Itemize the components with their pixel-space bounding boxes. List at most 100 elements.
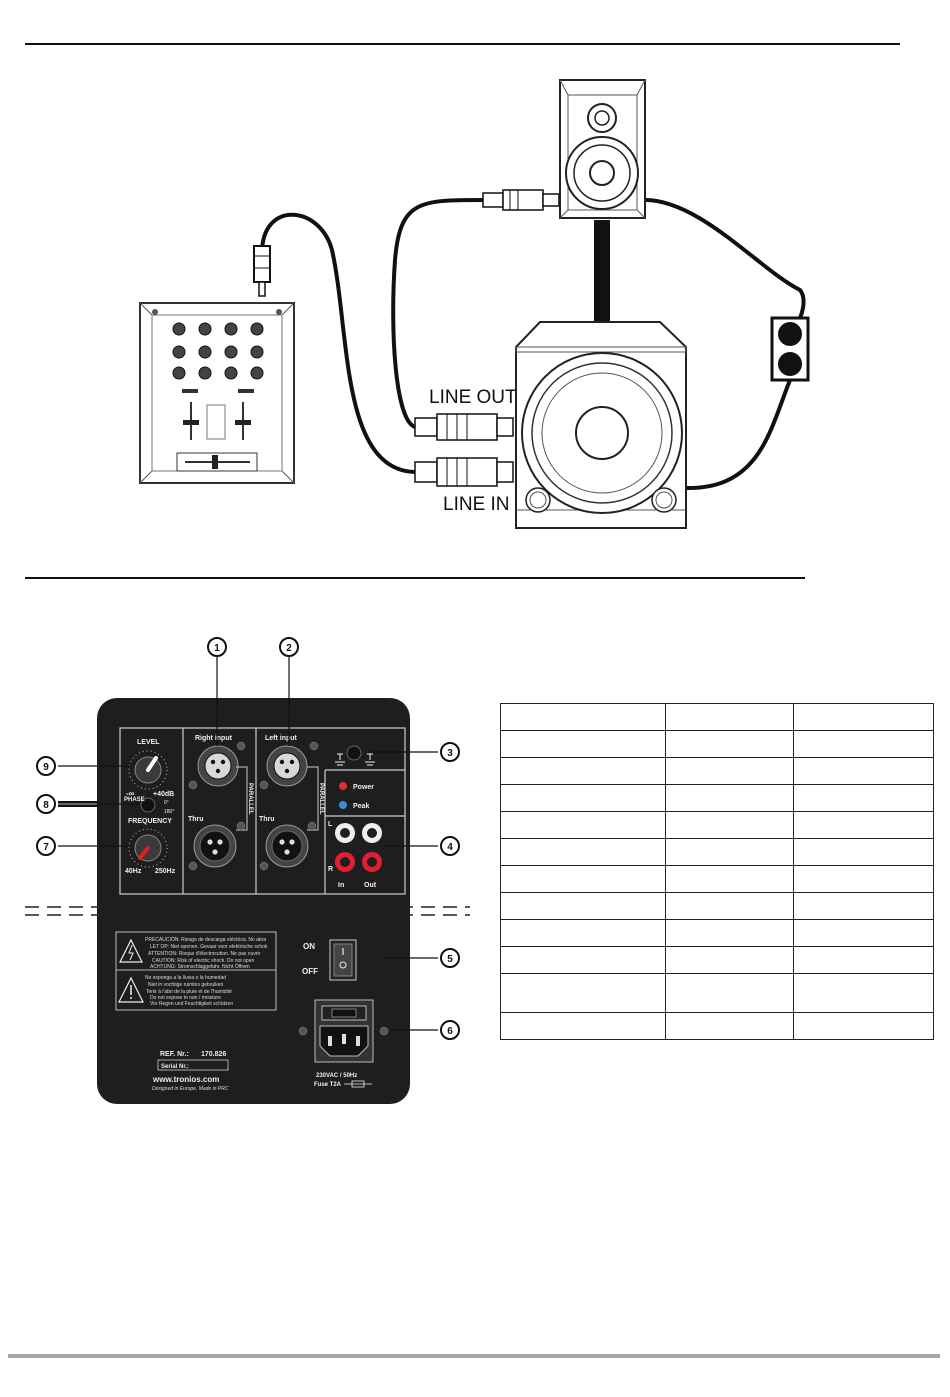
table-row: [500, 811, 934, 839]
line-in-connector-icon: [414, 457, 514, 487]
website-label: www.tronios.com: [152, 1075, 219, 1084]
serial-label: Serial Nr.:: [161, 1064, 189, 1070]
rear-panel-diagram: LEVEL -∞ +40dB PHASE 0° 180° FREQUENCY 4…: [25, 637, 470, 1104]
warning-text-2c: Tenir à l'abri de la pluie et de l'humid…: [146, 989, 232, 995]
table-cell: [665, 946, 794, 974]
svg-text:6: 6: [447, 1026, 453, 1037]
power-switch[interactable]: [329, 939, 357, 981]
table-cell: [665, 1012, 794, 1040]
frequency-knob[interactable]: [128, 828, 168, 868]
table-cell: [793, 730, 934, 758]
callout-8: 8: [36, 794, 56, 814]
warning-text-2a: No exponga a la lluvia o la humedad: [145, 975, 226, 981]
table-row: [500, 892, 934, 920]
right-thru-xlr-jack[interactable]: [193, 824, 237, 868]
warning-text-1a: PRECAUCIÓN: Riesgo de descarga eléctrica…: [145, 936, 266, 943]
table-cell: [500, 946, 666, 974]
level-label: LEVEL: [137, 739, 160, 746]
table-cell: [500, 784, 666, 812]
section-rule: [25, 577, 805, 579]
mixer-illustration: [139, 302, 295, 484]
left-thru-xlr-jack[interactable]: [265, 824, 309, 868]
top-rule: [25, 43, 900, 45]
level-max-label: +40dB: [153, 791, 174, 798]
table-cell: [500, 838, 666, 866]
thru-label-right: Thru: [188, 816, 204, 823]
svg-text:1: 1: [214, 643, 220, 654]
svg-text:5: 5: [447, 954, 453, 965]
freq-min-label: 40Hz: [125, 868, 142, 875]
fuse-icon: [344, 1080, 372, 1088]
callout-7: 7: [36, 836, 56, 856]
rca-l-label: L: [328, 821, 333, 828]
speaker-pole: [594, 220, 610, 335]
table-cell: [793, 919, 934, 947]
level-knob[interactable]: [128, 750, 168, 790]
table-cell: [665, 865, 794, 893]
cable-line-out-to-speaker: [391, 198, 485, 429]
ground-lift-switch[interactable]: [346, 745, 362, 761]
subwoofer-illustration: [515, 321, 687, 529]
rca-out-label: Out: [364, 882, 377, 889]
table-cell: [500, 973, 666, 1013]
table-cell: [665, 892, 794, 920]
caution-warning-icon: [118, 976, 144, 1003]
table-row: [500, 838, 934, 866]
thru-label-left: Thru: [259, 816, 275, 823]
warning-text-1b: LET OP: Niet openen. Gevaar voor elektri…: [150, 944, 268, 950]
cable-speaker-power: [643, 198, 806, 320]
warning-text-2d: Do not expose to rain / moisture: [150, 995, 221, 1001]
ground-icon: [335, 753, 375, 766]
rca-out-right-jack[interactable]: [362, 852, 382, 872]
rca-in-label: In: [338, 882, 344, 889]
table-cell: [500, 919, 666, 947]
satellite-speaker-illustration: [559, 79, 646, 219]
table-cell: [665, 757, 794, 785]
warning-text-1d: CAUTION: Risk of electric shock. Do not …: [152, 958, 254, 964]
phase-switch[interactable]: [140, 797, 156, 813]
table-cell: [665, 919, 794, 947]
spec-table: [500, 703, 934, 1040]
table-cell: [665, 730, 794, 758]
rca-out-left-jack[interactable]: [362, 823, 382, 843]
cable-sub-power: [683, 378, 792, 491]
callout-2: 2: [279, 637, 299, 657]
frequency-label: FREQUENCY: [128, 818, 172, 825]
table-cell: [500, 730, 666, 758]
cable-mixer-to-line-in: [260, 212, 417, 474]
left-input-xlr-jack[interactable]: [266, 745, 308, 787]
fuse-label: Fuse T2A: [314, 1082, 342, 1088]
callout-6: 6: [440, 1020, 460, 1040]
phase-180-label: 180°: [164, 809, 174, 815]
table-row: [500, 973, 934, 1013]
warning-text-1c: ATTENTION: Risque d'électrocution. Ne pa…: [148, 951, 261, 957]
right-input-xlr-jack[interactable]: [197, 745, 239, 787]
rca-in-left-jack[interactable]: [335, 823, 355, 843]
rca-in-right-jack[interactable]: [335, 852, 355, 872]
svg-text:3: 3: [447, 748, 453, 759]
right-input-label: Right input: [195, 735, 233, 742]
callout-3: 3: [440, 742, 460, 762]
table-cell: [665, 973, 794, 1013]
phase-0-label: 0°: [164, 800, 169, 806]
line-in-label: LINE IN: [443, 494, 510, 515]
peak-led: [339, 801, 347, 809]
table-row: [500, 703, 934, 731]
warning-text-2b: Niet in vochtige ruimtes gebruiken: [148, 982, 224, 988]
ref-value: 170.826: [201, 1051, 226, 1058]
table-cell: [793, 838, 934, 866]
warning-text-1e: ACHTUNG: Stromschlaggefahr. Nicht Öffnen: [150, 963, 250, 970]
iec-power-inlet[interactable]: [314, 999, 374, 1063]
table-row: [500, 919, 934, 947]
warning-text-2e: Vor Regen und Feuchtigkeit schützen: [150, 1001, 233, 1007]
xlr-plug-icon: [482, 189, 560, 211]
callout-5: 5: [440, 948, 460, 968]
table-row: [500, 865, 934, 893]
table-cell: [500, 757, 666, 785]
table-cell: [500, 703, 666, 731]
table-cell: [793, 892, 934, 920]
table-cell: [793, 973, 934, 1013]
electric-shock-warning-icon: [119, 938, 143, 963]
table-row: [500, 757, 934, 785]
svg-text:8: 8: [43, 800, 49, 811]
